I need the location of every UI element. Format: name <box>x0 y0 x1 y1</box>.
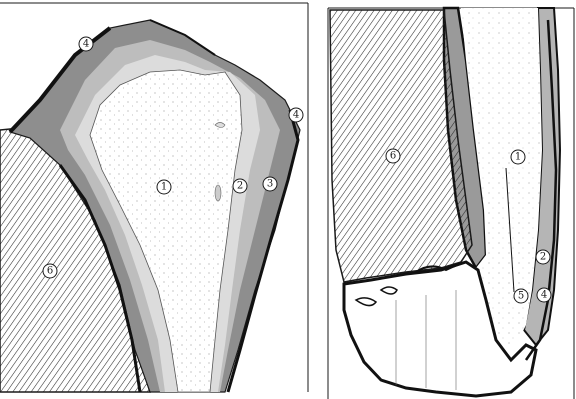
label-2: 2 <box>233 179 247 193</box>
svg-text:4: 4 <box>83 39 89 50</box>
label-1: 1 <box>157 180 171 194</box>
left-section-diagram: 1 2 3 4 4 6 <box>0 0 310 399</box>
svg-text:6: 6 <box>47 266 53 277</box>
label-1-right: 1 <box>511 150 525 164</box>
label-3: 3 <box>263 177 277 191</box>
svg-text:5: 5 <box>518 291 524 302</box>
right-section-svg: 1 6 2 5 4 <box>326 0 576 399</box>
label-6: 6 <box>43 264 57 278</box>
svg-text:6: 6 <box>390 151 396 162</box>
inclusion-ellipse <box>215 185 221 201</box>
svg-text:4: 4 <box>541 290 547 301</box>
label-4-right: 4 <box>537 288 551 302</box>
label-4-top: 4 <box>79 37 93 51</box>
left-section-svg: 1 2 3 4 4 6 <box>0 0 310 399</box>
label-2-right: 2 <box>536 250 550 264</box>
svg-text:2: 2 <box>237 181 243 192</box>
svg-text:1: 1 <box>515 152 521 163</box>
svg-text:4: 4 <box>293 110 299 121</box>
svg-text:3: 3 <box>267 179 273 190</box>
svg-text:1: 1 <box>161 182 167 193</box>
label-5-right: 5 <box>514 289 528 303</box>
label-4-right: 4 <box>289 108 303 122</box>
label-6-right: 6 <box>386 149 400 163</box>
svg-text:2: 2 <box>540 252 546 263</box>
right-section-diagram: 1 6 2 5 4 <box>326 0 576 399</box>
